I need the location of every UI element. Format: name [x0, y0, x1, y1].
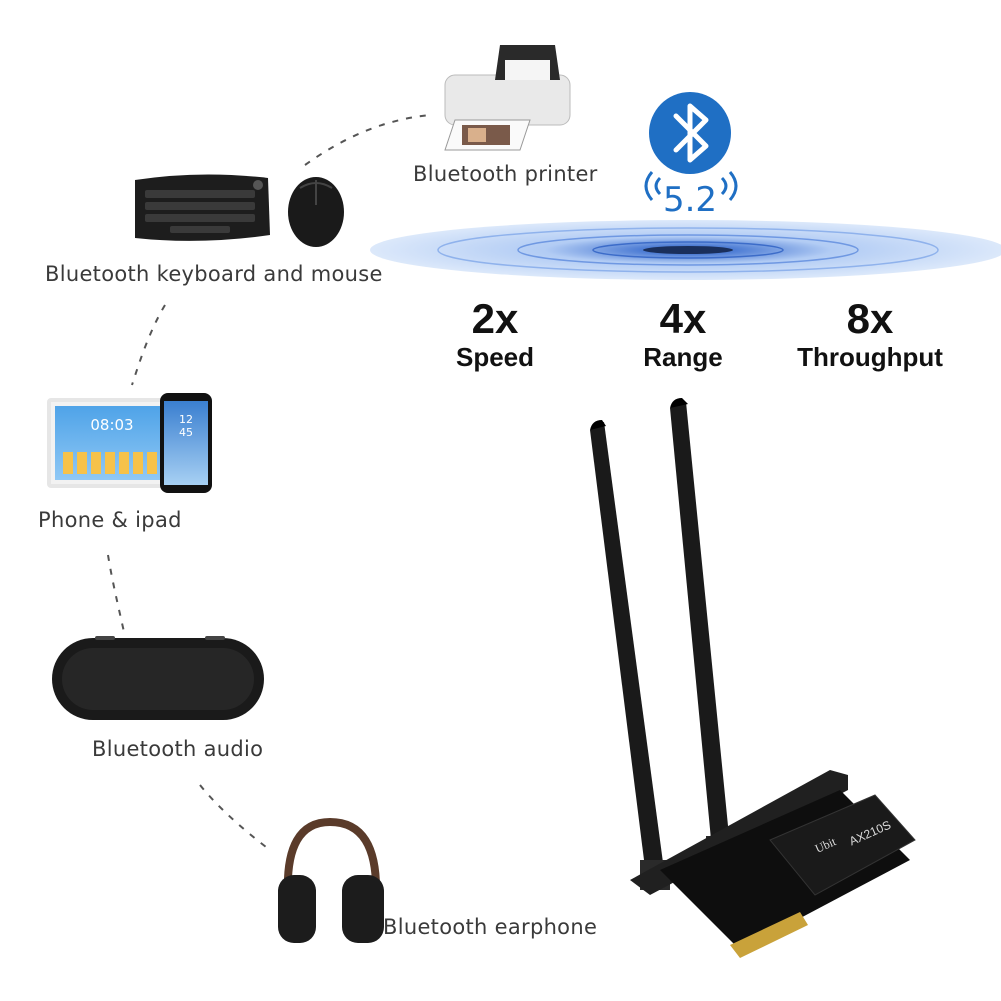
tablet-image: 08:03 [47, 398, 177, 488]
phone-image: 12 45 [160, 393, 212, 493]
phone-clock-hour: 12 [179, 413, 193, 426]
phone-ipad-label: Phone & ipad [38, 508, 182, 532]
throughput-multiplier: 8x [846, 295, 894, 342]
speed-label: Speed [455, 342, 535, 372]
phone-clock-minute: 45 [179, 426, 193, 439]
throughput-label: Throughput [797, 342, 943, 372]
bluetooth-version: 5.2 [662, 180, 718, 220]
printer-label: Bluetooth printer [413, 162, 598, 186]
range-label: Range [643, 342, 723, 372]
tablet-clock: 08:03 [90, 416, 134, 434]
speed-multiplier: 2x [471, 295, 519, 342]
range-multiplier: 4x [659, 295, 707, 342]
earphone-label: Bluetooth earphone [383, 915, 598, 939]
keyboard-mouse-label: Bluetooth keyboard and mouse [45, 262, 383, 286]
audio-label: Bluetooth audio [92, 737, 264, 761]
